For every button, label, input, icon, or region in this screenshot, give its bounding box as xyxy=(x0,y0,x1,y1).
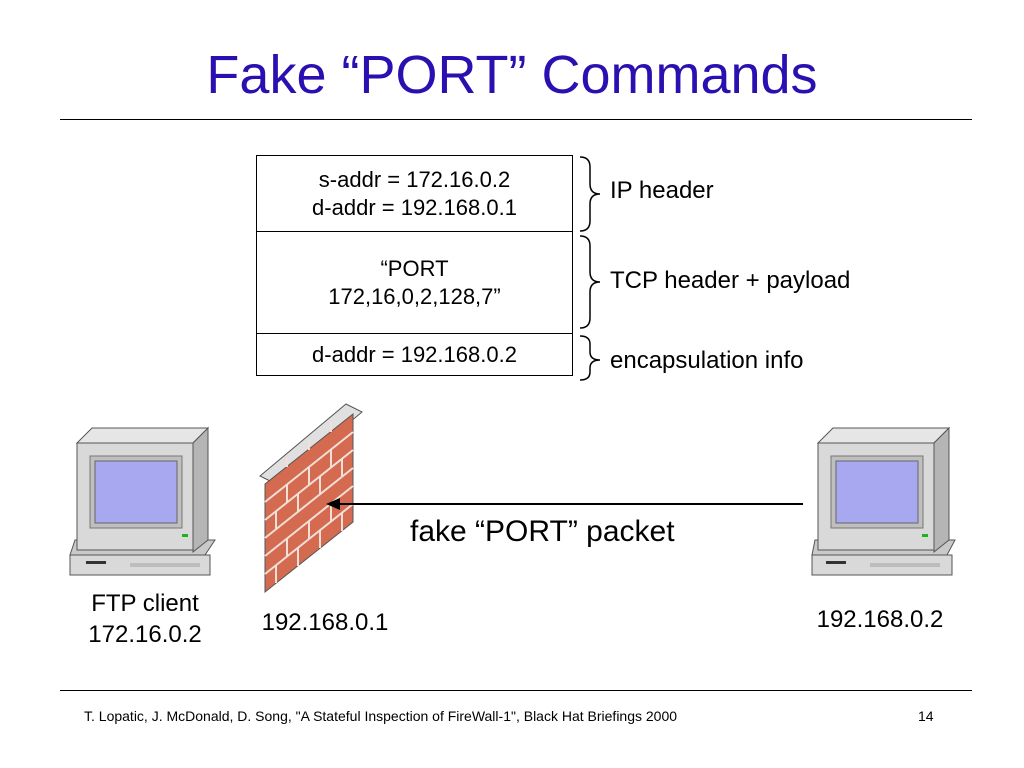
packet-arrow xyxy=(326,498,803,510)
arrow-label: fake “PORT” packet xyxy=(410,515,675,548)
tcp-payload-segment: “PORT 172,16,0,2,128,7” xyxy=(257,232,572,334)
footer-citation: T. Lopatic, J. McDonald, D. Song, "A Sta… xyxy=(84,708,678,724)
server-computer-icon xyxy=(811,426,956,576)
slide-title: Fake “PORT” Commands xyxy=(206,45,818,105)
footer-divider xyxy=(60,690,972,691)
client-computer-icon xyxy=(69,426,216,576)
client-name: FTP client xyxy=(91,590,199,617)
slide-number: 14 xyxy=(918,708,934,724)
ip-header-segment: s-addr = 172.16.0.2 d-addr = 192.168.0.1 xyxy=(257,156,572,232)
title-divider xyxy=(60,119,972,120)
ip-header-source: s-addr = 172.16.0.2 xyxy=(318,166,511,192)
firewall-brick-wall-icon xyxy=(259,403,363,594)
encapsulation-destination: d-addr = 192.168.0.2 xyxy=(312,342,517,367)
ip-header-label: IP header xyxy=(610,177,714,204)
ip-header-brace xyxy=(579,156,601,232)
client-ip: 172.16.0.2 xyxy=(88,621,202,648)
encapsulation-brace xyxy=(579,335,601,381)
server-ip: 192.168.0.2 xyxy=(816,606,944,633)
tcp-payload-line-2: 172,16,0,2,128,7” xyxy=(328,283,501,309)
tcp-payload-brace xyxy=(579,235,601,329)
encapsulation-label: encapsulation info xyxy=(610,347,804,374)
firewall-ip: 192.168.0.1 xyxy=(261,609,389,636)
ip-header-destination: d-addr = 192.168.0.1 xyxy=(312,194,517,220)
client-caption: FTP client 172.16.0.2 xyxy=(60,588,230,650)
packet-diagram: s-addr = 172.16.0.2 d-addr = 192.168.0.1… xyxy=(256,155,573,376)
tcp-payload-label: TCP header + payload xyxy=(610,267,851,294)
tcp-payload-line-1: “PORT xyxy=(380,255,449,281)
encapsulation-segment: d-addr = 192.168.0.2 xyxy=(257,334,572,376)
